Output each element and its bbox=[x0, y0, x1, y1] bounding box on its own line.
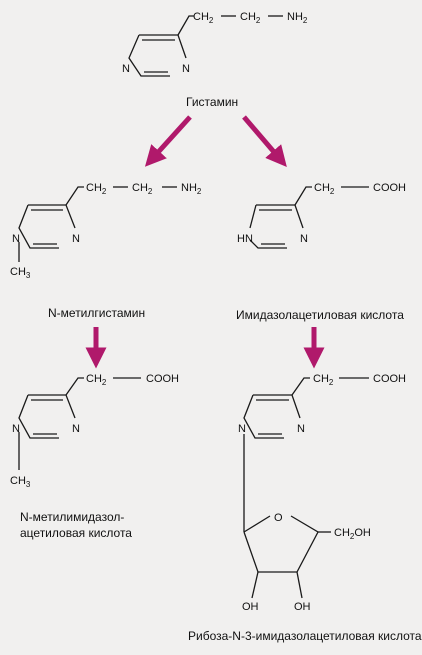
iaa-ch2: CH2 bbox=[314, 182, 335, 196]
iaa-cooh: COOH bbox=[373, 182, 406, 194]
histamine-structure: CH2 CH2 NH2 N N bbox=[122, 11, 308, 77]
label-n-methylimidazoleacetic-line1: N-метилимидазол- bbox=[20, 510, 125, 524]
n-methylimidazoleacetic-structure: CH2 COOH N N CH3 bbox=[10, 373, 179, 489]
histamine-n3: N bbox=[182, 63, 190, 75]
label-n-methylhistamine: N-метилгистамин bbox=[48, 306, 146, 320]
ribose-oh-right: OH bbox=[294, 601, 311, 613]
nmh-n3: N bbox=[72, 233, 80, 245]
histamine-ch2-a: CH2 bbox=[193, 11, 214, 25]
ria-cooh: COOH bbox=[373, 373, 406, 385]
ribose-oh-left: OH bbox=[242, 601, 259, 613]
ribose-ring-o: O bbox=[274, 512, 283, 524]
ria-n3: N bbox=[297, 423, 305, 435]
label-ribose-imidazoleacetic: Рибоза-N-3-имидазолацетиловая кислота bbox=[188, 629, 422, 643]
label-n-methylimidazoleacetic: N-метилимидазол- ацетиловая кислота bbox=[20, 509, 132, 541]
arrow-to-n-methylhistamine bbox=[144, 115, 192, 167]
ribose-imidazoleacetic-structure: CH2 COOH N N O CH2OH OH OH bbox=[238, 373, 406, 613]
arrows bbox=[85, 115, 325, 369]
label-n-methylimidazoleacetic-line2: ацетиловая кислота bbox=[20, 526, 132, 540]
nmh-nh2: NH2 bbox=[181, 182, 202, 196]
ribose-ch2oh: CH2OH bbox=[334, 527, 371, 541]
histamine-ch2-b: CH2 bbox=[240, 11, 261, 25]
iaa-n3: N bbox=[300, 233, 308, 245]
nmia-n1: N bbox=[12, 423, 20, 435]
nmh-ch3: CH3 bbox=[10, 266, 31, 280]
nmia-cooh: COOH bbox=[146, 373, 179, 385]
imidazoleacetic-structure: CH2 COOH HN N bbox=[237, 182, 406, 249]
histamine-nh2: NH2 bbox=[287, 11, 308, 25]
arrow-to-imidazoleacetic bbox=[242, 115, 287, 167]
nmia-n3: N bbox=[72, 423, 80, 435]
n-methylhistamine-structure: CH2 CH2 NH2 N N CH3 bbox=[10, 182, 202, 280]
ria-ch2: CH2 bbox=[313, 373, 334, 387]
iaa-hn: HN bbox=[237, 233, 253, 245]
ria-n1: N bbox=[238, 423, 246, 435]
nmh-ch2-a: CH2 bbox=[86, 182, 107, 196]
label-imidazoleacetic-acid: Имидазолацетиловая кислота bbox=[236, 308, 404, 322]
nmia-ch3: CH3 bbox=[10, 475, 31, 489]
label-histamine: Гистамин bbox=[186, 95, 239, 109]
histamine-n1: N bbox=[122, 63, 130, 75]
nmh-n1: N bbox=[12, 233, 20, 245]
nmia-ch2: CH2 bbox=[86, 373, 107, 387]
nmh-ch2-b: CH2 bbox=[132, 182, 153, 196]
